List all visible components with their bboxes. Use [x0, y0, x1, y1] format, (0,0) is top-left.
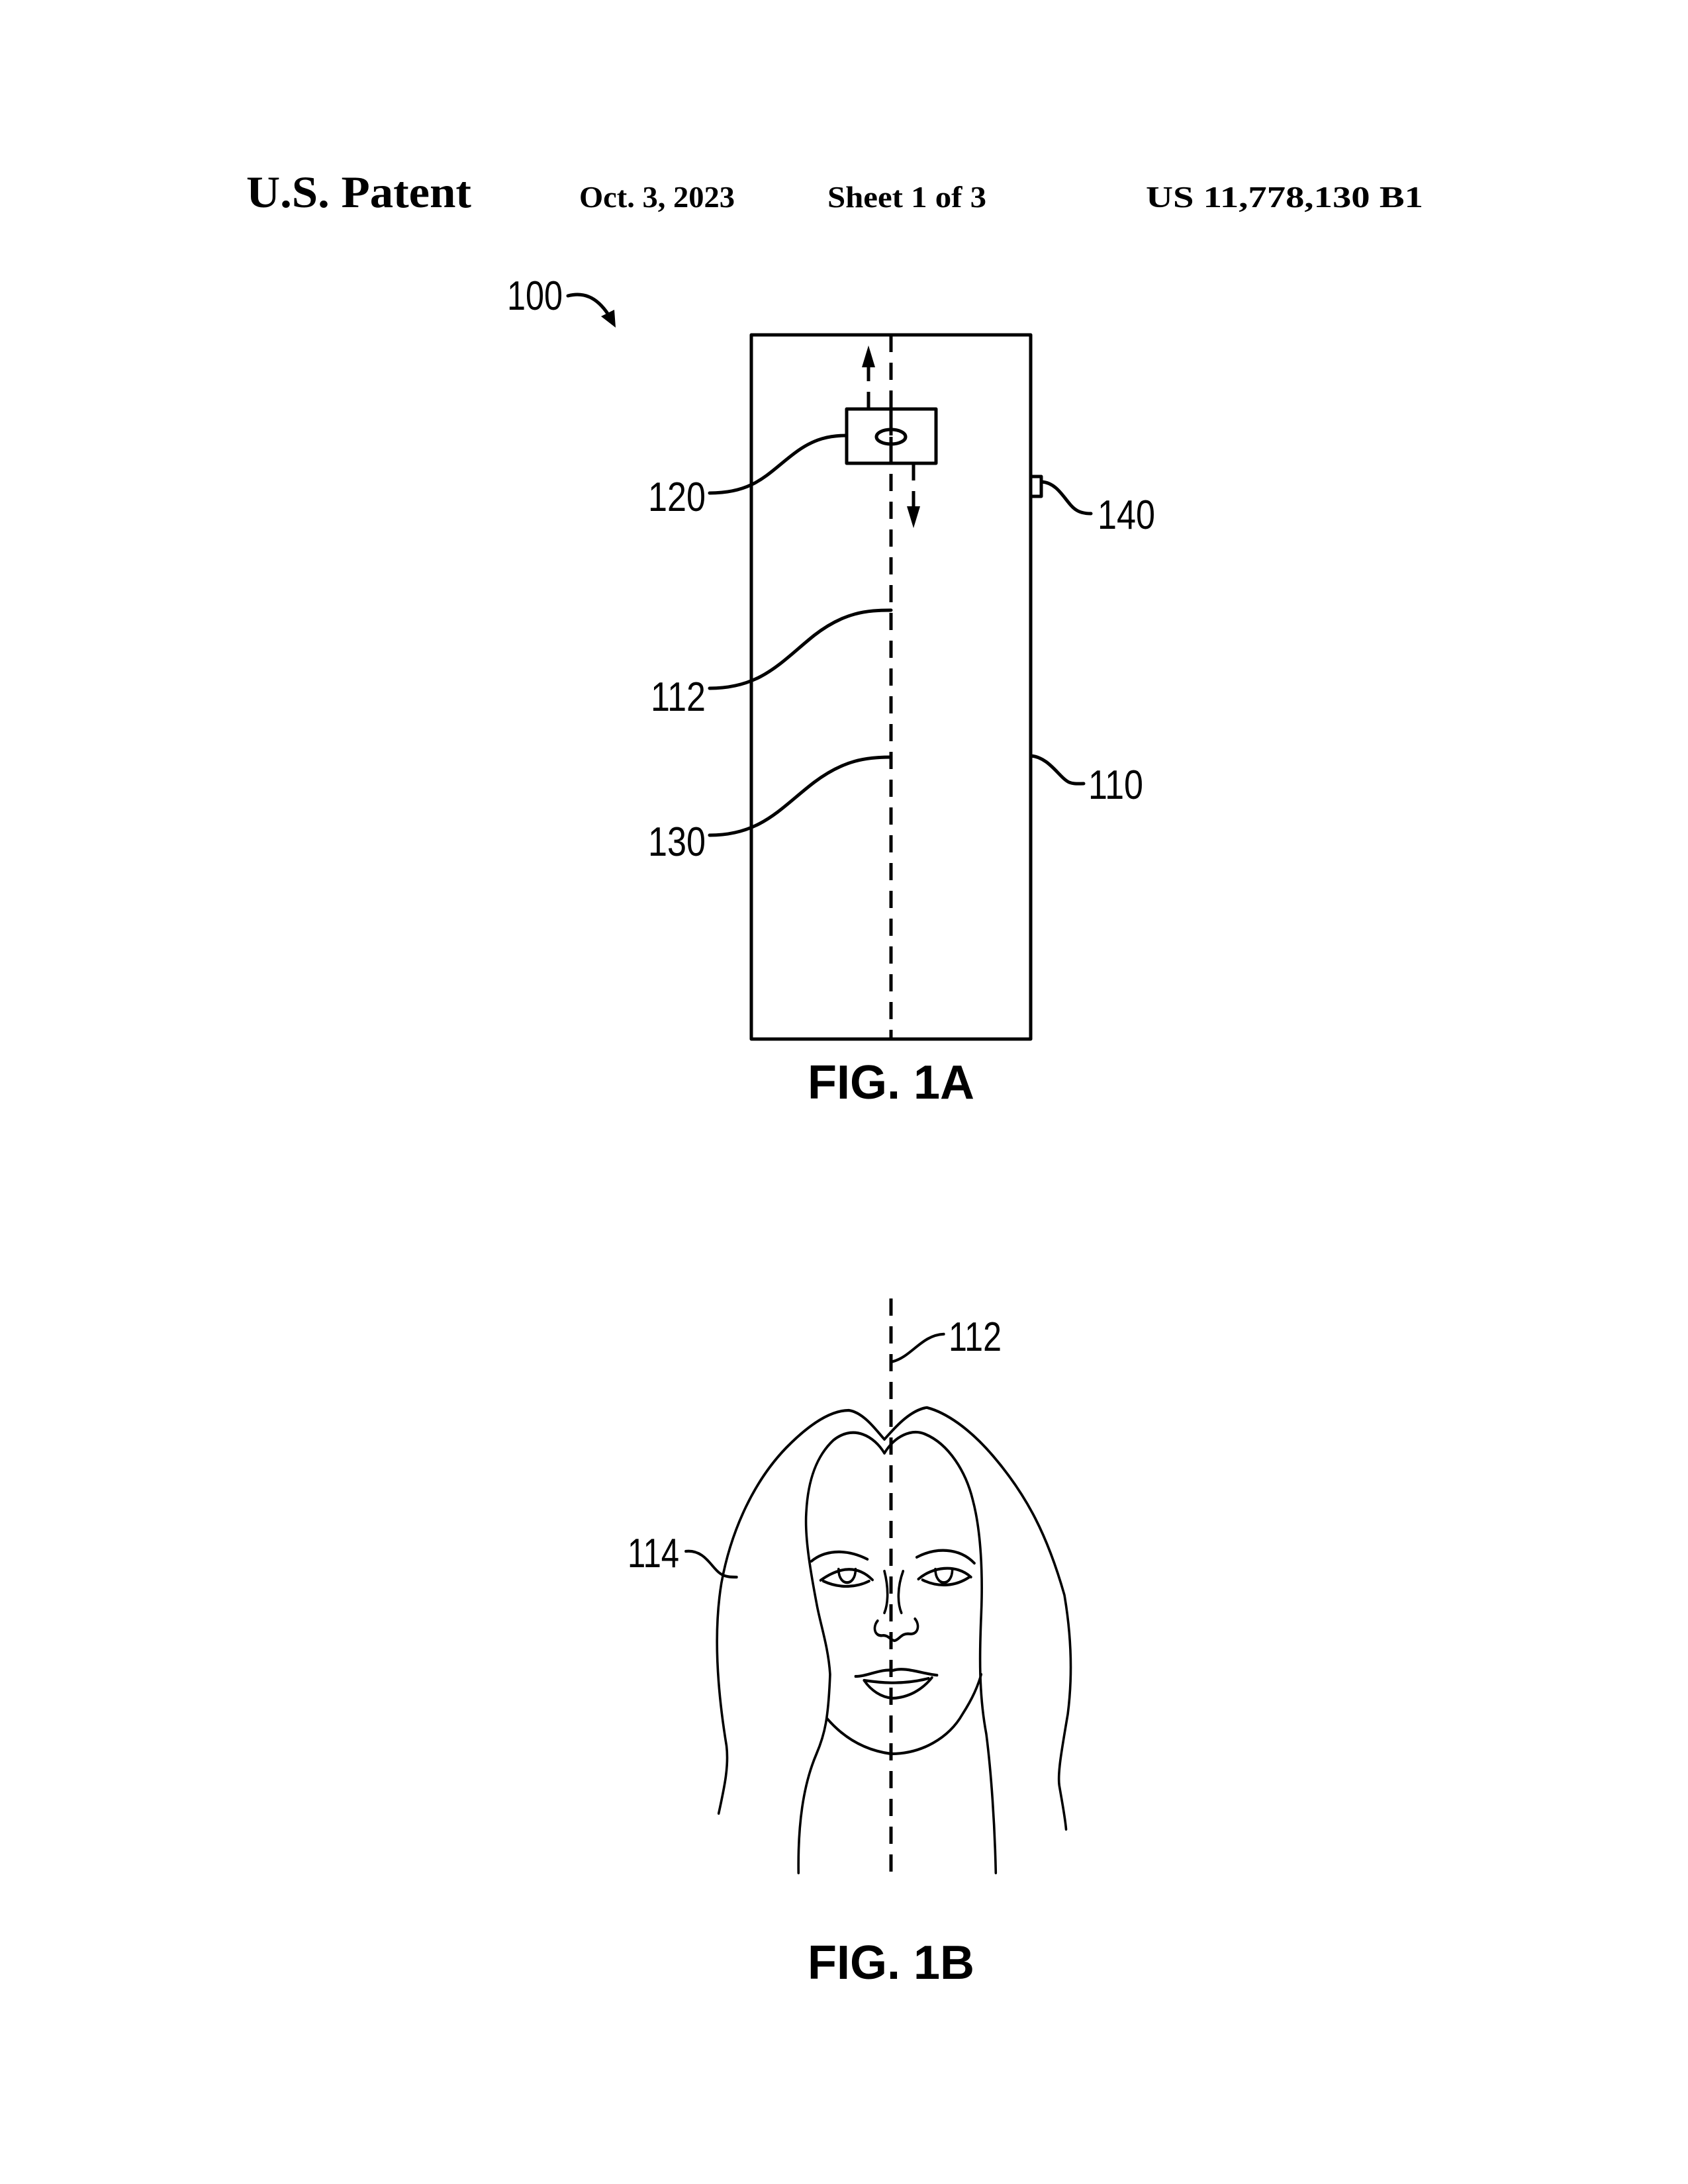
patent-number: US 11,778,130 B1 — [1146, 180, 1423, 214]
reference-arrow — [566, 293, 612, 320]
figure-1b-caption: FIG. 1B — [808, 1936, 974, 1989]
publication-date: Oct. 3, 2023 — [579, 180, 735, 214]
nose-bridge — [883, 1569, 905, 1615]
label-100: 100 — [507, 273, 563, 319]
lips — [854, 1668, 939, 1700]
right-eye — [917, 1567, 972, 1586]
leader-130 — [708, 755, 893, 837]
figure-1b: 112 114 FIG. 1B — [628, 1298, 1072, 1989]
sheet-number: Sheet 1 of 3 — [827, 180, 986, 214]
sensor-140 — [1029, 475, 1043, 498]
arrow-up-icon — [862, 345, 875, 367]
arrowhead-icon — [601, 310, 616, 328]
leader-120 — [708, 433, 849, 495]
publication-type: U.S. Patent — [246, 167, 471, 217]
face-drawing — [684, 1332, 1072, 1875]
arrow-down-icon — [907, 506, 920, 528]
hair-outline — [716, 1406, 1072, 1831]
nose-tip — [873, 1617, 919, 1643]
label-112: 112 — [651, 674, 706, 720]
leader-110 — [1029, 754, 1086, 786]
leader-114 — [684, 1549, 738, 1579]
jawline — [825, 1672, 983, 1756]
label-112-1b: 112 — [949, 1314, 1002, 1360]
left-eyebrow — [810, 1550, 869, 1563]
leader-112 — [892, 1332, 945, 1363]
label-140: 140 — [1098, 492, 1155, 538]
label-114: 114 — [628, 1531, 679, 1576]
right-eyebrow — [915, 1549, 976, 1565]
leader-112 — [708, 608, 893, 690]
left-eye — [819, 1567, 874, 1588]
label-120: 120 — [648, 475, 706, 520]
figure-1a: 100 120 112 130 140 110 FIG. 1A — [507, 273, 1155, 1109]
label-130: 130 — [648, 819, 706, 865]
figure-1a-caption: FIG. 1A — [808, 1056, 974, 1109]
camera-lens-icon — [874, 428, 908, 446]
face-hairline — [797, 1430, 998, 1875]
label-110: 110 — [1088, 762, 1143, 808]
page-header: U.S. Patent Oct. 3, 2023 Sheet 1 of 3 US… — [246, 167, 1423, 217]
leader-140 — [1040, 480, 1093, 516]
